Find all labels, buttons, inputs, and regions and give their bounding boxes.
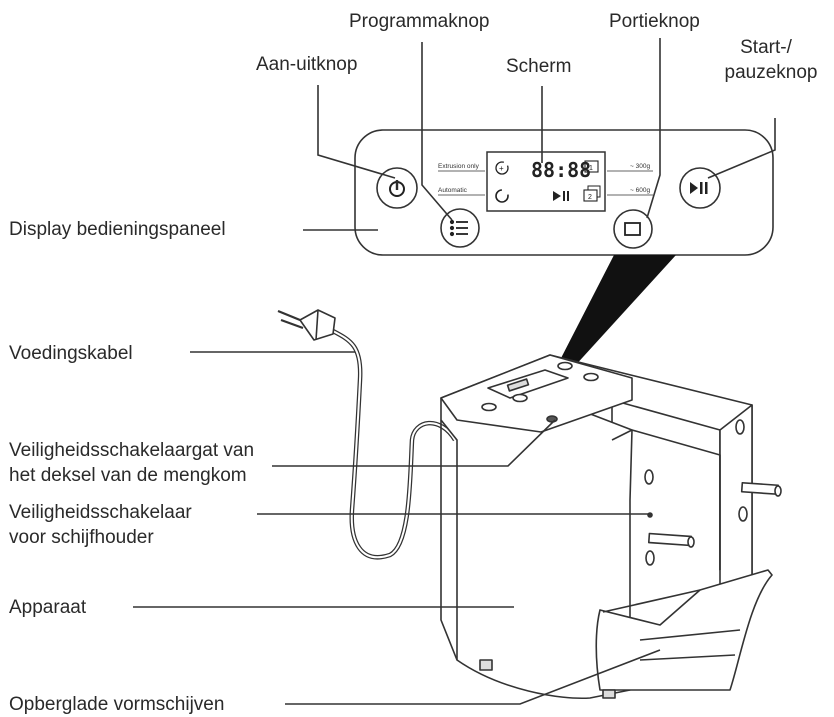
portion-button[interactable] bbox=[613, 209, 653, 249]
leader-lines bbox=[133, 38, 776, 705]
power-button-label: Aan-uitknop bbox=[256, 54, 358, 75]
leader-lid-switch bbox=[272, 419, 556, 467]
lcd-screen: + 88:88 1 2 bbox=[486, 151, 606, 212]
control-panel: Extrusion only Automatic + 88:88 1 bbox=[354, 129, 774, 256]
plug-icon bbox=[277, 309, 336, 341]
appliance-top bbox=[440, 354, 633, 433]
appliance-illustration bbox=[277, 309, 782, 700]
extrusion-mode-icon: + bbox=[495, 161, 509, 175]
start-pause-button[interactable] bbox=[679, 167, 721, 209]
cup-icon bbox=[624, 222, 641, 236]
appliance-label: Apparaat bbox=[9, 597, 87, 618]
control-panel-label: Display bedieningspaneel bbox=[9, 219, 226, 240]
svg-text:+: + bbox=[499, 164, 504, 173]
svg-text:1: 1 bbox=[589, 165, 593, 172]
svg-text:2: 2 bbox=[588, 194, 592, 201]
power-button[interactable] bbox=[376, 167, 418, 209]
menu-list-icon bbox=[449, 219, 468, 237]
disc-switch-label-line1: Veiligheidsschakelaar bbox=[9, 502, 192, 523]
cup-two-indicator-icon: 2 bbox=[583, 185, 601, 202]
small-portion-label: ~ 300g bbox=[630, 163, 650, 170]
leader-portion bbox=[646, 38, 661, 219]
play-pause-icon bbox=[690, 182, 708, 194]
cup-one-indicator-icon: 1 bbox=[584, 160, 599, 173]
leader-start-pause bbox=[707, 118, 776, 179]
time-display: 88:88 bbox=[531, 158, 591, 182]
leader-program bbox=[421, 42, 453, 221]
storage-drawer-label: Opberglade vormschijven bbox=[9, 694, 225, 715]
lid-switch-label-line1: Veiligheidsschakelaargat van bbox=[9, 440, 255, 461]
power-cord-label: Voedingskabel bbox=[9, 343, 133, 364]
large-portion-label: ~ 600g bbox=[630, 187, 650, 194]
start-pause-label-line2: pauzeknop bbox=[724, 62, 818, 83]
appliance-right-wall bbox=[719, 404, 753, 601]
automatic-mode-icon bbox=[495, 189, 509, 203]
leader-drawer bbox=[285, 649, 661, 705]
start-pause-label-line1: Start-/ bbox=[740, 37, 792, 58]
portion-button-label: Portieknop bbox=[609, 11, 700, 32]
play-pause-indicator-icon bbox=[553, 191, 569, 201]
portion-labels: ~ 300g ~ 600g bbox=[607, 163, 653, 196]
power-cord bbox=[329, 328, 457, 560]
power-icon bbox=[389, 180, 405, 197]
leader-power bbox=[317, 85, 396, 179]
automatic-label: Automatic bbox=[438, 187, 468, 194]
screen-label: Scherm bbox=[506, 56, 572, 77]
disc-switch-label-line2: voor schijfhouder bbox=[9, 527, 154, 548]
program-button-label: Programmaknop bbox=[349, 11, 490, 32]
extrusion-only-label: Extrusion only bbox=[438, 163, 480, 170]
shaft-front bbox=[647, 532, 695, 548]
mode-labels: Extrusion only Automatic bbox=[438, 163, 485, 196]
shaft-right bbox=[740, 481, 782, 497]
zoom-wedge bbox=[559, 255, 676, 368]
lid-switch-label-line2: het deksel van de mengkom bbox=[9, 465, 247, 486]
